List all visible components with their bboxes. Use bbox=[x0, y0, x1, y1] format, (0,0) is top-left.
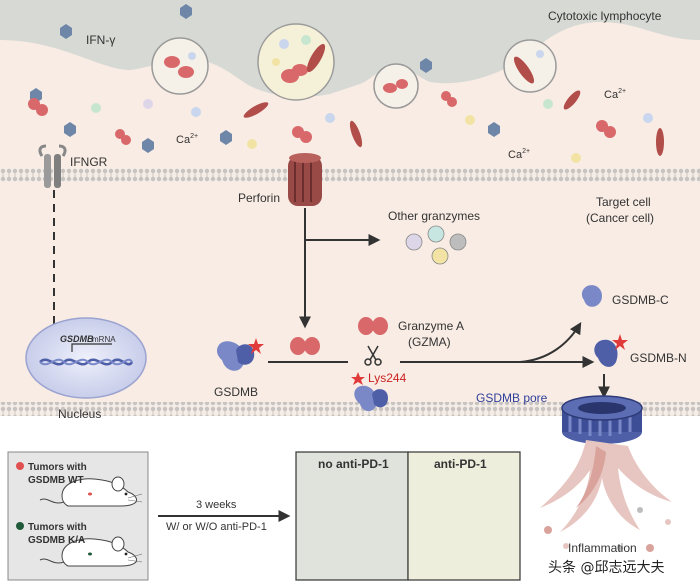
granzyme-a-icon bbox=[358, 317, 388, 335]
target-cell-label: Target cell bbox=[596, 195, 651, 209]
ifngr-receptor bbox=[38, 144, 67, 188]
gsdmb-c-label: GSDMB-C bbox=[612, 293, 669, 307]
gsdmb-n-fragment bbox=[594, 334, 628, 367]
granule-vesicle bbox=[503, 39, 557, 93]
granule-vesicle-large bbox=[257, 23, 335, 101]
perforin-label: Perforin bbox=[238, 191, 280, 205]
mouse-icon bbox=[39, 476, 143, 507]
other-granzymes-cluster bbox=[405, 225, 467, 265]
ka-legend-dot bbox=[16, 522, 24, 530]
lys244-label: Lys244 bbox=[368, 371, 407, 385]
gsdmb-mrna-suffix: mRNA bbox=[92, 335, 116, 344]
gsdmb-protein bbox=[217, 338, 264, 371]
ifn-gamma-label: IFN-γ bbox=[86, 33, 115, 47]
tumor-mark bbox=[88, 552, 92, 556]
nuclear-membrane bbox=[0, 402, 700, 416]
gsdmb-pore-label: GSDMB pore bbox=[476, 391, 548, 405]
granzyme-in-cytoplasm bbox=[290, 337, 320, 355]
gsdmb-n-label: GSDMB-N bbox=[630, 351, 687, 365]
other-granzymes-label: Other granzymes bbox=[388, 209, 480, 223]
ifn-gamma-molecules bbox=[30, 4, 500, 153]
watermark-text: 头条 @邱志远大夫 bbox=[548, 559, 664, 576]
anti-pd1-panel bbox=[407, 451, 521, 581]
other-molecules bbox=[91, 99, 653, 163]
cancer-cell-label: (Cancer cell) bbox=[586, 211, 654, 225]
group1-line2: GSDMB WT bbox=[28, 475, 84, 486]
modification-star-icon bbox=[248, 338, 264, 354]
cytotoxic-lymphocyte-label: Cytotoxic lymphocyte bbox=[548, 9, 662, 23]
no-anti-pd1-title: no anti-PD-1 bbox=[318, 457, 389, 471]
anti-pd1-title: anti-PD-1 bbox=[434, 457, 487, 471]
gsdmb-cleaved-protein bbox=[354, 385, 388, 412]
granzyme-molecules bbox=[28, 91, 616, 145]
arrow-to-gsdmb-c bbox=[519, 321, 582, 363]
gsdmb-mrna-gene: GSDMB bbox=[60, 334, 94, 344]
group2-line1: Tumors with bbox=[28, 522, 87, 533]
nucleus-label: Nucleus bbox=[58, 407, 101, 421]
group1-line1: Tumors with bbox=[28, 462, 87, 473]
inflammation-splash bbox=[540, 440, 672, 552]
ca-label-3: Ca2+ bbox=[508, 148, 530, 161]
treatment-label: W/ or W/O anti-PD-1 bbox=[166, 521, 267, 533]
group2-line2: GSDMB K/A bbox=[28, 535, 85, 546]
tumor-mark bbox=[88, 492, 92, 496]
ifngr-label: IFNGR bbox=[70, 155, 108, 169]
scissors-icon bbox=[364, 345, 382, 366]
cell-membrane bbox=[0, 168, 700, 182]
wt-legend-dot bbox=[16, 462, 24, 470]
granzyme-a-label: Granzyme A bbox=[398, 319, 464, 333]
ca-label-1: Ca2+ bbox=[176, 133, 198, 146]
granule-vesicle bbox=[373, 63, 419, 109]
no-anti-pd1-panel bbox=[295, 451, 409, 581]
nucleus bbox=[25, 317, 147, 399]
gsdmb-pore bbox=[561, 395, 643, 444]
inflammation-label: Inflammation bbox=[568, 541, 637, 555]
gsdmb-label: GSDMB bbox=[214, 385, 258, 399]
lymphocyte-body bbox=[0, 0, 700, 97]
gsdmb-c-fragment bbox=[581, 285, 602, 307]
mouse-icon bbox=[39, 536, 143, 567]
gzma-label: (GZMA) bbox=[408, 335, 451, 349]
lys244-star-icon bbox=[351, 372, 365, 385]
granule-vesicle bbox=[151, 37, 209, 95]
perforin-pore bbox=[288, 153, 322, 206]
duration-label: 3 weeks bbox=[196, 499, 237, 511]
ca-label-2: Ca2+ bbox=[604, 88, 626, 101]
granzyme-rods bbox=[243, 90, 664, 156]
